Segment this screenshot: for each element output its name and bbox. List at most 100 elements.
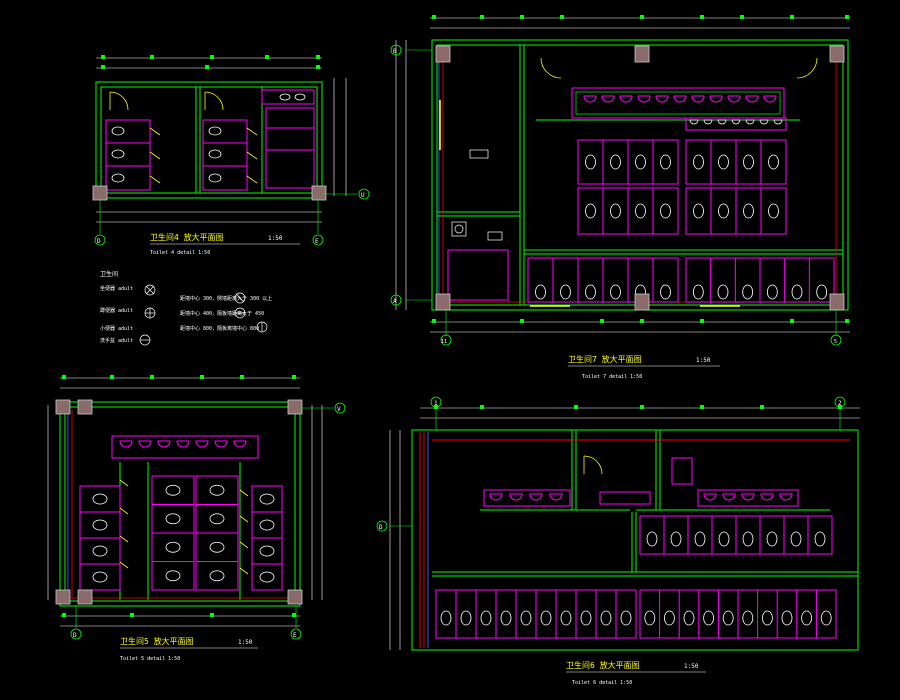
toilet-icon [781, 610, 793, 626]
toilet-icon [259, 519, 275, 531]
sink-icon [583, 95, 597, 103]
toilet-icon [580, 610, 592, 626]
p4-doors [109, 91, 258, 184]
sink-icon [779, 493, 793, 501]
toilet-icon [535, 284, 546, 300]
plan-5: D E V 卫生间5 放大平面图 1:50 Toilet 5 detail 1:… [47, 375, 346, 662]
sink-icon [157, 440, 171, 448]
p4-subtitle: Toilet 4 detail 1:50 [150, 250, 210, 256]
toilet-icon [743, 154, 754, 170]
sink-icon [741, 493, 755, 501]
toilet-icon [165, 570, 181, 582]
toilet-icon [165, 541, 181, 553]
sink-icon [619, 95, 633, 103]
plan-7: B A 11 5 卫生间7 放大平面图 1:50 Toilet 7 detail… [390, 15, 850, 380]
toilet-icon [768, 154, 779, 170]
toilet-icon [693, 203, 704, 219]
p6-axis-bubbles [376, 396, 846, 532]
toilet-icon [165, 484, 181, 496]
p4-dimensions [96, 57, 347, 223]
sink-icon [637, 95, 651, 103]
toilet-icon [718, 154, 729, 170]
p7-scale: 1:50 [696, 357, 711, 364]
p6-subtitle: Toilet 6 detail 1:50 [572, 680, 632, 686]
sink-icon [529, 493, 543, 501]
toilet-icon [635, 154, 646, 170]
toilet-icon [209, 570, 225, 582]
urinal-icon [773, 119, 783, 125]
toilet-icon [742, 610, 754, 626]
sink-icon [119, 440, 133, 448]
legend-row-3-note: 距墙中心 800，隔板离墙中心 800 [180, 325, 259, 332]
legend-row-4-label: 洗手盆 adult [100, 337, 133, 344]
p6-scale: 1:50 [684, 663, 699, 670]
toilet-icon [683, 610, 695, 626]
p6-service-lines [419, 432, 850, 648]
toilet-icon [768, 203, 779, 219]
sink-icon [691, 95, 705, 103]
sink-icon [763, 95, 777, 103]
p7-partitions [552, 140, 810, 302]
toilet-icon [766, 284, 778, 300]
legend-row-2-note: 距墙中心 400，隔板墙距离大于 450 [180, 310, 264, 317]
toilet-icon [743, 203, 754, 219]
toilet-icon [660, 203, 671, 219]
legend-row-2-label: 蹲便器 adult [100, 307, 133, 314]
toilet-icon [610, 203, 621, 219]
p4-toilets [111, 93, 306, 183]
p6-doors [583, 455, 603, 475]
toilet-icon [820, 610, 832, 626]
p5-axis-label-right: E [293, 632, 297, 639]
toilet-icon [585, 203, 596, 219]
toilet-icon [646, 531, 658, 547]
toilet-icon [610, 154, 621, 170]
toilet-icon [92, 545, 108, 557]
toilet-icon [209, 541, 225, 553]
toilet-icon [693, 154, 704, 170]
sink-icon [760, 493, 774, 501]
p7-subtitle: Toilet 7 detail 1:50 [582, 374, 642, 380]
toilet-icon [209, 484, 225, 496]
p4-axis-bubbles [94, 188, 370, 246]
toilet-icon [703, 610, 714, 626]
p6-axis-label-d: D [379, 524, 383, 531]
toilet-icon [762, 610, 773, 626]
toilet-icon [480, 610, 492, 626]
toilet-icon [585, 154, 596, 170]
p5-subtitle: Toilet 5 detail 1:50 [120, 656, 180, 662]
sink-icon [195, 440, 209, 448]
sink-icon [489, 493, 503, 501]
toilet-icon [209, 513, 225, 525]
toilet-icon [670, 531, 682, 547]
p6-accessible-toilet [671, 457, 693, 485]
p7-columns [435, 45, 845, 311]
legend-row-3-label: 小便器 adult [100, 325, 133, 332]
toilet-icon [585, 284, 596, 300]
p5-title: 卫生间5 放大平面图 [120, 636, 194, 646]
p7-dim-ticks [432, 15, 849, 323]
urinal-icon [717, 119, 727, 125]
sink-icon [722, 493, 736, 501]
plan-4: D E U 卫生间4 放大平面图 1:50 Toilet 4 detail 1:… [92, 55, 370, 256]
toilet-icon [660, 154, 671, 170]
sink-icon [549, 493, 563, 501]
p6-sink-counter-right [697, 489, 799, 507]
p6-toilets [440, 531, 832, 626]
toilet-icon [717, 284, 729, 300]
toilet-icon [92, 493, 108, 505]
toilet-icon [692, 284, 704, 300]
sink-icon [601, 95, 615, 103]
p5-toilets [92, 484, 275, 583]
legend: 卫生间 坐便器 adult 距墙中心 300，侧墙距离大于 300 以上 蹲便器… [100, 270, 272, 346]
toilet-icon [540, 610, 552, 626]
p6-title: 卫生间6 放大平面图 [566, 660, 640, 670]
toilet-icon [718, 203, 729, 219]
p7-axis-label-5: 5 [834, 339, 837, 345]
p7-doors [439, 57, 818, 307]
p5-dimensions [47, 377, 323, 627]
p7-toilets [535, 119, 828, 300]
toilet-icon [742, 531, 754, 547]
p5-columns [55, 399, 303, 605]
toilet-icon [92, 519, 108, 531]
p7-axes [406, 49, 837, 336]
